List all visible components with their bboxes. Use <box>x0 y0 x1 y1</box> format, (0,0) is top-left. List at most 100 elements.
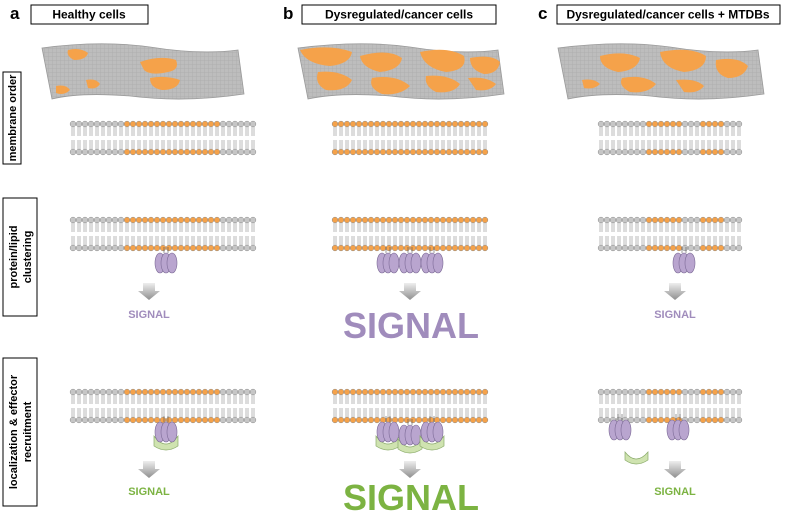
membrane-sheet-c <box>557 43 765 100</box>
lipid-head <box>633 148 641 156</box>
lipid-head <box>735 148 743 156</box>
lipid-head <box>213 216 221 224</box>
lipid-head <box>409 216 417 224</box>
lipid-head <box>201 216 209 224</box>
lipid-head <box>213 148 221 156</box>
lipid-head <box>427 148 435 156</box>
lipid-head <box>367 416 375 424</box>
lipid-head <box>81 416 89 424</box>
lipid-head <box>403 244 411 252</box>
row-label-localization: localization & effector recruitment <box>2 357 38 507</box>
protein-c-row3-1 <box>608 414 632 441</box>
lipid-head <box>475 120 483 128</box>
lipid-head <box>451 416 459 424</box>
lipid-head <box>603 120 611 128</box>
lipid-head <box>735 388 743 396</box>
lipid-head <box>609 120 617 128</box>
panel-c-title: Dysregulated/cancer cells + MTDBs <box>566 8 769 22</box>
lipid-head <box>183 216 191 224</box>
lipid-head <box>657 388 665 396</box>
signal-recruitment-c: SIGNAL <box>654 486 696 498</box>
lipid-head <box>231 388 239 396</box>
arrow-down-b-row2 <box>399 283 421 300</box>
lipid-head <box>99 244 107 252</box>
lipid-head <box>159 148 167 156</box>
lipid-head <box>603 244 611 252</box>
lipid-head <box>69 416 77 424</box>
lipid-head <box>243 388 251 396</box>
lipid-head <box>699 216 707 224</box>
lipid-head <box>657 216 665 224</box>
protein-c-row2 <box>672 247 696 274</box>
lipid-head <box>243 148 251 156</box>
lipid-head <box>165 216 173 224</box>
lipid-head <box>331 388 339 396</box>
lipid-head <box>403 216 411 224</box>
bilayer-a-row1 <box>69 120 257 156</box>
lipid-head <box>129 216 137 224</box>
lipid-head <box>171 120 179 128</box>
lipid-head <box>723 388 731 396</box>
lipid-head <box>385 244 393 252</box>
row-label-text: recruitment <box>22 401 34 462</box>
lipid-head <box>69 148 77 156</box>
lipid-head <box>111 120 119 128</box>
lipid-head <box>165 120 173 128</box>
lipid-head <box>409 416 417 424</box>
bilayer-b-row2 <box>331 216 489 252</box>
lipid-head <box>621 244 629 252</box>
lipid-head <box>379 244 387 252</box>
lipid-head <box>597 388 605 396</box>
lipid-head <box>609 216 617 224</box>
lipid-head <box>711 244 719 252</box>
protein-subunit <box>166 421 178 443</box>
lipid-head <box>445 388 453 396</box>
lipid-head <box>651 120 659 128</box>
lipid-head <box>439 148 447 156</box>
lipid-head <box>225 416 233 424</box>
lipid-head <box>379 120 387 128</box>
lipid-head <box>219 120 227 128</box>
lipid-head <box>117 148 125 156</box>
protein-c-row3-2 <box>666 414 690 441</box>
lipid-head <box>237 120 245 128</box>
lipid-head <box>651 148 659 156</box>
lipid-head <box>475 244 483 252</box>
lipid-head <box>373 388 381 396</box>
lipid-head <box>481 388 489 396</box>
lipid-head <box>415 388 423 396</box>
lipid-head <box>231 216 239 224</box>
row-label-text: localization & effector <box>8 374 20 489</box>
lipid-head <box>373 216 381 224</box>
lipid-head <box>481 120 489 128</box>
lipid-head <box>373 148 381 156</box>
lipid-head <box>373 120 381 128</box>
lipid-head <box>367 148 375 156</box>
lipid-head <box>69 216 77 224</box>
lipid-head <box>99 148 107 156</box>
lipid-head <box>609 148 617 156</box>
lipid-head <box>177 416 185 424</box>
lipid-head <box>663 216 671 224</box>
lipid-head <box>361 216 369 224</box>
lipid-head <box>165 148 173 156</box>
lipid-head <box>75 148 83 156</box>
lipid-head <box>105 416 113 424</box>
lipid-head <box>87 388 95 396</box>
lipid-head <box>201 120 209 128</box>
lipid-head <box>463 216 471 224</box>
lipid-head <box>705 416 713 424</box>
lipid-head <box>481 148 489 156</box>
lipid-head <box>355 388 363 396</box>
lipid-head <box>729 388 737 396</box>
lipid-head <box>237 388 245 396</box>
lipid-head <box>171 148 179 156</box>
lipid-head <box>117 120 125 128</box>
lipid-head <box>195 148 203 156</box>
lipid-head <box>135 148 143 156</box>
lipid-head <box>403 148 411 156</box>
bilayer-a-row3 <box>69 388 257 424</box>
lipid-head <box>645 120 653 128</box>
lipid-head <box>159 120 167 128</box>
lipid-head <box>645 216 653 224</box>
